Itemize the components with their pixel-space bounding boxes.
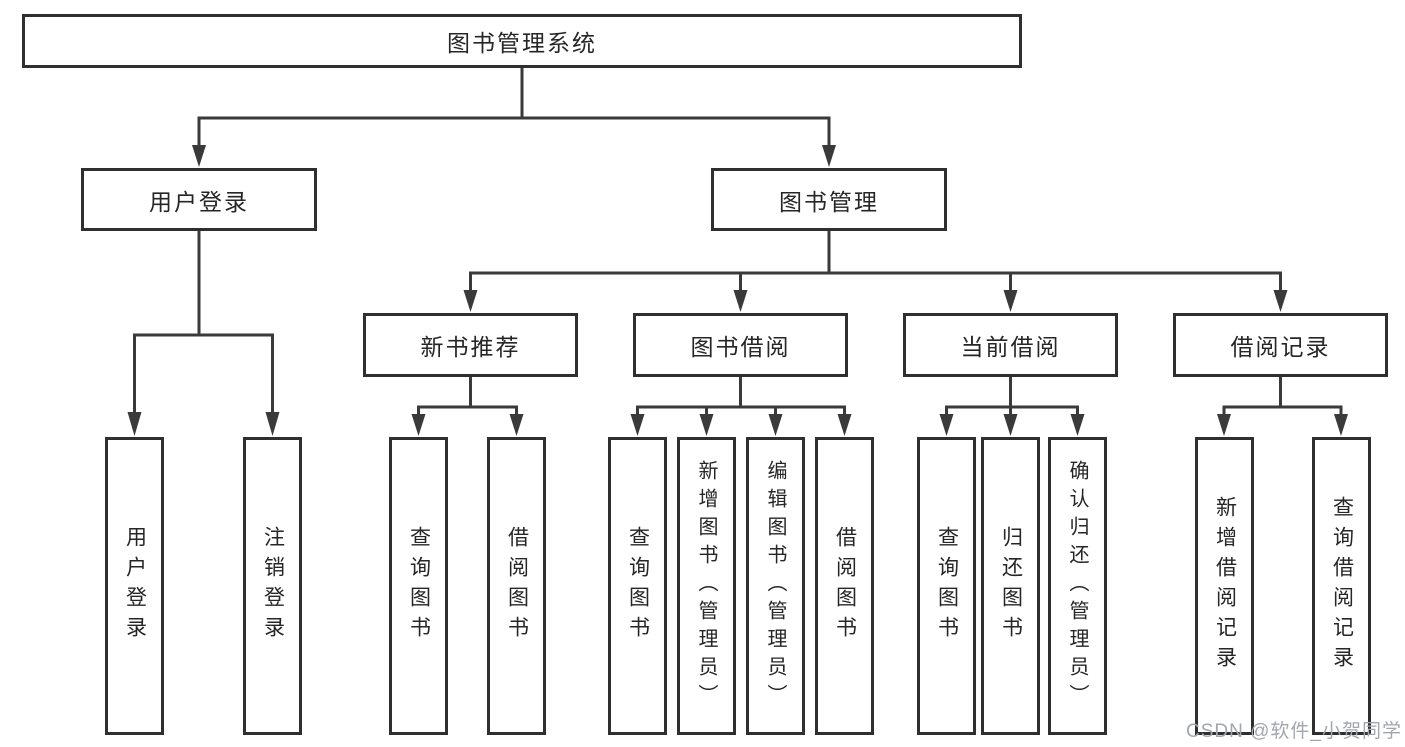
- arrowhead: [127, 412, 142, 436]
- node-new-book-recommend-label: 新书推荐: [420, 334, 521, 360]
- arrowhead: [733, 290, 748, 312]
- arrowhead: [509, 414, 524, 436]
- leaf-record-add: 新增借阅记录: [1195, 437, 1254, 735]
- leaf-borrow-query-books-label: 查询图书: [626, 526, 650, 646]
- leaf-borrow-add-books-admin: 新增图书（管理员）: [677, 437, 736, 735]
- arrowhead: [630, 414, 645, 436]
- leaf-record-add-label: 新增借阅记录: [1213, 496, 1237, 676]
- node-book-borrow: 图书借阅: [633, 313, 848, 377]
- leaf-newbook-borrow-books-label: 借阅图书: [505, 526, 529, 646]
- connector-current-to-leaves: [945, 377, 1079, 415]
- leaf-record-query: 查询借阅记录: [1312, 437, 1371, 735]
- node-system-root: 图书管理系统: [22, 14, 1022, 68]
- node-book-management: 图书管理: [711, 168, 947, 231]
- arrowhead: [1003, 290, 1018, 312]
- node-book-borrow-label: 图书借阅: [690, 334, 791, 360]
- arrowhead: [939, 414, 954, 436]
- leaf-current-return-books: 归还图书: [981, 437, 1040, 735]
- leaf-borrow-add-books-admin-label: 新增图书（管理员）: [695, 460, 717, 712]
- arrowhead: [1273, 290, 1288, 312]
- leaf-current-query-books: 查询图书: [917, 437, 976, 735]
- csdn-watermark: CSDN @软件_小贺同学: [1186, 721, 1402, 742]
- leaf-user-login-label: 用户登录: [123, 526, 147, 646]
- leaf-current-confirm-return-admin: 确认归还（管理员）: [1048, 437, 1107, 735]
- leaf-current-confirm-return-admin-label: 确认归还（管理员）: [1066, 460, 1088, 712]
- leaf-record-query-label: 查询借阅记录: [1330, 496, 1354, 676]
- arrowhead: [768, 414, 783, 436]
- node-system-root-label: 图书管理系统: [447, 30, 597, 56]
- arrowhead: [1217, 414, 1231, 436]
- arrowhead: [1334, 414, 1348, 436]
- leaf-borrow-borrow-books-label: 借阅图书: [833, 526, 857, 646]
- node-current-borrow-label: 当前借阅: [960, 334, 1061, 360]
- node-borrow-records-label: 借阅记录: [1230, 334, 1331, 360]
- connector-newbook-to-leaves: [417, 377, 518, 415]
- leaf-user-login: 用户登录: [105, 437, 164, 735]
- arrowhead: [411, 414, 426, 436]
- arrowhead: [837, 414, 852, 436]
- arrowhead: [265, 412, 280, 436]
- connector-root-to-level2: [197, 68, 831, 147]
- arrowhead: [699, 414, 714, 436]
- node-new-book-recommend: 新书推荐: [363, 313, 578, 377]
- arrowhead: [463, 290, 478, 312]
- connector-borrow-to-leaves: [636, 377, 846, 415]
- leaf-logout-label: 注销登录: [261, 526, 285, 646]
- leaf-borrow-edit-books-admin-label: 编辑图书（管理员）: [764, 460, 786, 712]
- arrowhead: [192, 145, 206, 167]
- leaf-borrow-query-books: 查询图书: [608, 437, 667, 735]
- leaf-borrow-edit-books-admin: 编辑图书（管理员）: [746, 437, 805, 735]
- node-user-login: 用户登录: [81, 168, 317, 231]
- connector-records-to-leaves: [1222, 377, 1343, 415]
- node-current-borrow: 当前借阅: [903, 313, 1118, 377]
- node-user-login-label: 用户登录: [149, 188, 249, 215]
- leaf-newbook-borrow-books: 借阅图书: [487, 437, 546, 735]
- leaf-current-return-books-label: 归还图书: [999, 526, 1023, 646]
- node-book-management-label: 图书管理: [779, 188, 879, 215]
- arrowhead: [822, 145, 836, 167]
- connector-bookmgmt-to-level3: [469, 231, 1282, 291]
- arrowhead: [1070, 414, 1085, 436]
- leaf-newbook-query-books: 查询图书: [389, 437, 448, 735]
- arrowhead: [1003, 414, 1018, 436]
- connector-userlogin-to-leaves: [133, 231, 274, 413]
- node-borrow-records: 借阅记录: [1173, 313, 1388, 377]
- leaf-current-query-books-label: 查询图书: [935, 526, 959, 646]
- leaf-borrow-borrow-books: 借阅图书: [815, 437, 874, 735]
- leaf-newbook-query-books-label: 查询图书: [407, 526, 431, 646]
- leaf-logout: 注销登录: [243, 437, 302, 735]
